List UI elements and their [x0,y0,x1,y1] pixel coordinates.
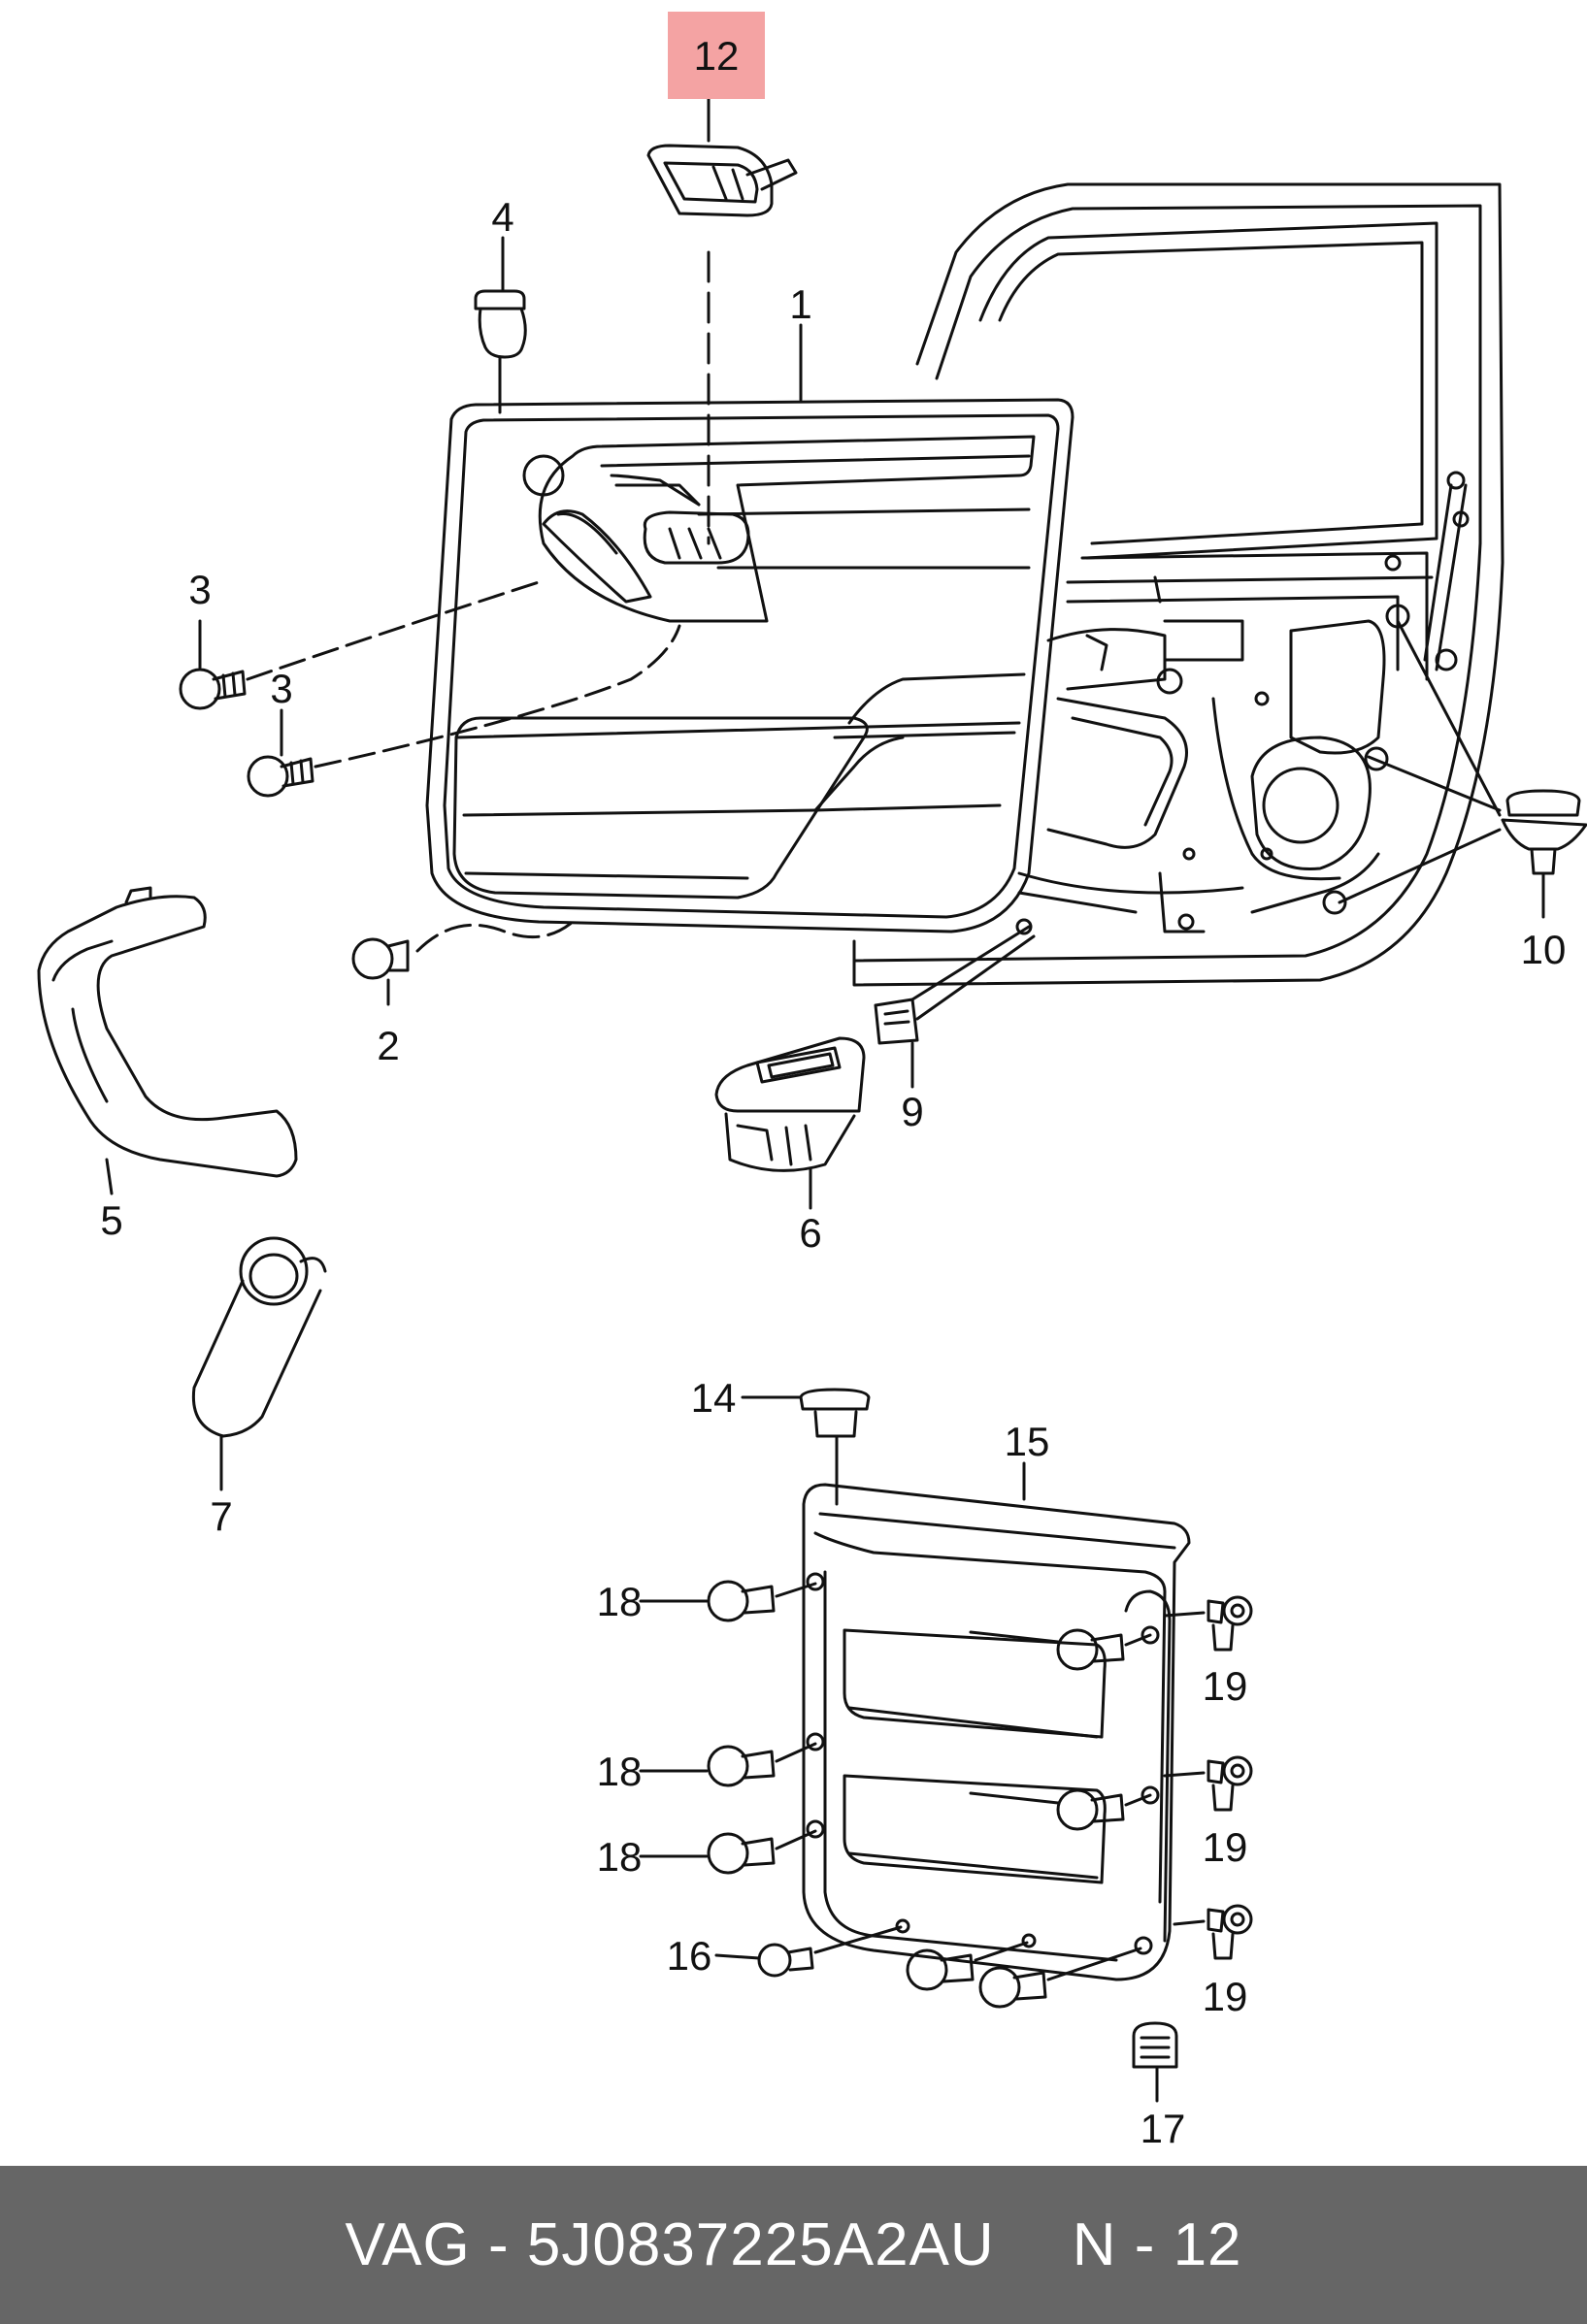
part-19-nuts [1163,1595,1253,1960]
callout-3-upper: 3 [188,567,211,612]
part-9-clip [874,925,1036,1045]
callout-6: 6 [799,1210,821,1256]
callout-9: 9 [901,1089,923,1134]
callout-19-top: 19 [1203,1663,1248,1709]
part-7-window-crank [191,1236,327,1491]
part-3-screw-lower [247,624,681,798]
callout-16: 16 [667,1933,712,1979]
callout-19-bottom: 19 [1203,1974,1248,2019]
part-15-door-pocket-panel [802,1483,1191,1981]
part-16-screw [714,1925,903,1978]
callout-4: 4 [491,194,513,240]
footer-position: N - 12 [1072,2211,1242,2278]
part-10-clip [1338,619,1587,904]
footer-part-number: VAG - 5J0837225A2AU [345,2211,995,2278]
callout-5: 5 [100,1197,122,1243]
parts-diagram: 12 4 1 3 3 2 10 9 5 6 7 14 15 18 18 18 1… [37,12,1587,2151]
part-2-clip [351,920,575,980]
door-trim-panel [425,398,1075,933]
callout-12-highlight [668,12,765,99]
callout-7: 7 [210,1493,232,1539]
inner-screws [906,1628,1152,2009]
part-6-window-switch [714,1036,866,1210]
callout-3-lower: 3 [270,666,292,711]
callout-14: 14 [691,1375,737,1421]
callout-18-bottom: 18 [597,1834,643,1880]
callout-17: 17 [1141,2106,1186,2151]
part-4-clip [474,289,527,414]
leader-lines [198,90,1545,1501]
part-5-grab-handle [37,886,298,1195]
part-14-clip [741,1388,871,1506]
part-3-screw-upper [179,580,541,710]
door-inner-frame [852,182,1504,987]
callout-18-mid: 18 [597,1749,643,1794]
footer-bar: VAG - 5J0837225A2AU N - 12 [0,2166,1587,2324]
part-17-clip [1132,2021,1178,2103]
part-18-screws [639,1580,817,1875]
callout-19-mid: 19 [1203,1824,1248,1870]
callout-12: 12 [694,33,740,79]
callout-1: 1 [789,281,811,327]
callout-10: 10 [1521,927,1567,972]
callout-18-top: 18 [597,1579,643,1624]
callout-2: 2 [377,1023,399,1068]
part-12-handle-insert [646,144,798,545]
callout-15: 15 [1005,1419,1050,1464]
